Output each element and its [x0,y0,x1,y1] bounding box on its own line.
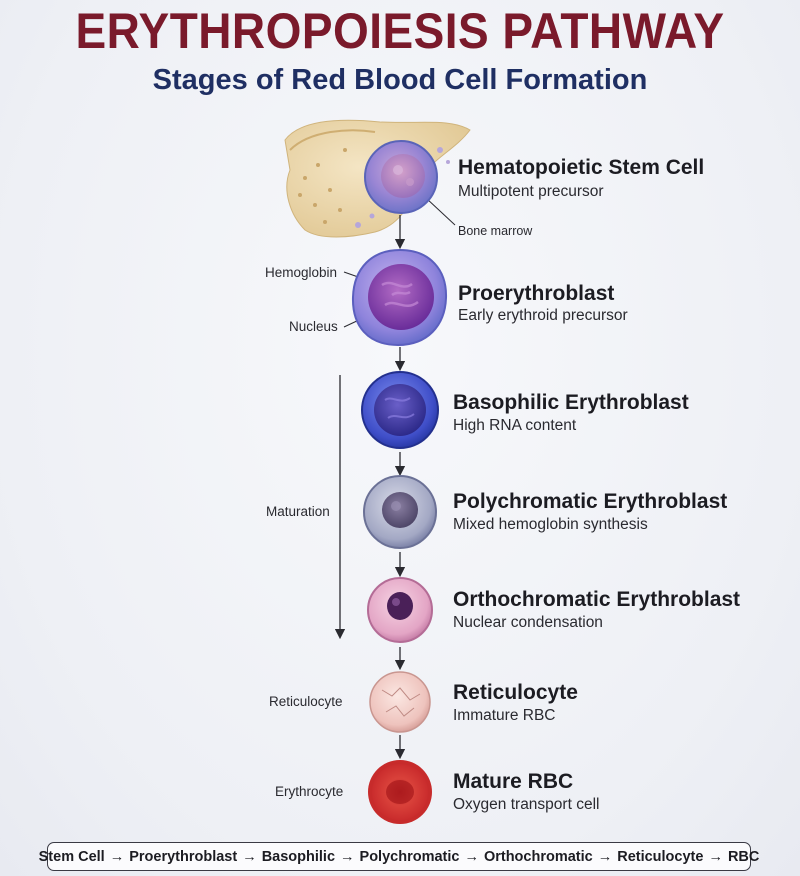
stage-name-mature-rbc: Mature RBC [453,770,574,793]
summary-step: Basophilic [261,848,336,865]
summary-step: Reticulocyte [617,848,704,865]
page-subtitle: Stages of Red Blood Cell Formation [152,64,648,96]
summary-step: Proerythroblast [129,848,238,865]
stage-desc-orthochromatic: Nuclear condensation [453,614,603,631]
orthochromatic-erythroblast-icon [367,577,433,643]
summary-step: Orthochromatic [483,848,593,865]
summary-arrow: → [109,848,125,865]
summary-arrow: → [340,848,355,865]
stage-desc-proerythroblast: Early erythroid precursor [458,307,628,324]
summary-step: RBC [727,848,760,865]
reticulocyte-icon [369,671,431,733]
stage-name-stem-cell: Hematopoietic Stem Cell [458,156,705,179]
stage-name-basophilic: Basophilic Erythroblast [453,391,689,414]
stage-name-polychromatic: Polychromatic Erythroblast [453,490,728,513]
label-erythrocyte: Erythrocyte [275,784,344,799]
stage-name-orthochromatic: Orthochromatic Erythroblast [453,588,741,611]
label-bone-marrow: Bone marrow [458,224,533,238]
summary-arrow: → [708,848,723,865]
stage-desc-polychromatic: Mixed hemoglobin synthesis [453,516,648,533]
summary-step: Stem Cell [38,848,105,865]
mature-rbc-icon [368,760,432,824]
stem-cell-icon [364,140,438,214]
summary-arrow: → [242,848,257,865]
polychromatic-erythroblast-icon [363,475,437,549]
stage-name-proerythroblast: Proerythroblast [458,282,615,305]
label-nucleus: Nucleus [289,319,338,334]
stage-name-reticulocyte: Reticulocyte [453,681,578,704]
label-maturation: Maturation [266,504,330,519]
basophilic-erythroblast-icon [361,371,439,449]
summary-step: Polychromatic [359,848,460,865]
label-hemoglobin: Hemoglobin [265,265,338,280]
summary-arrow: → [597,848,613,865]
pathway-summary: Stem Cell → Proerythroblast → Basophilic… [39,842,759,871]
stage-desc-mature-rbc: Oxygen transport cell [453,796,600,813]
page-title: ERYTHROPOIESIS PATHWAY [75,3,725,59]
summary-arrow: → [464,848,479,865]
stage-desc-reticulocyte: Immature RBC [453,707,556,724]
stage-desc-stem-cell: Multipotent precursor [458,183,604,200]
proerythroblast-icon [351,248,448,347]
stage-desc-basophilic: High RNA content [453,417,577,434]
label-reticulocyte: Reticulocyte [269,694,343,709]
